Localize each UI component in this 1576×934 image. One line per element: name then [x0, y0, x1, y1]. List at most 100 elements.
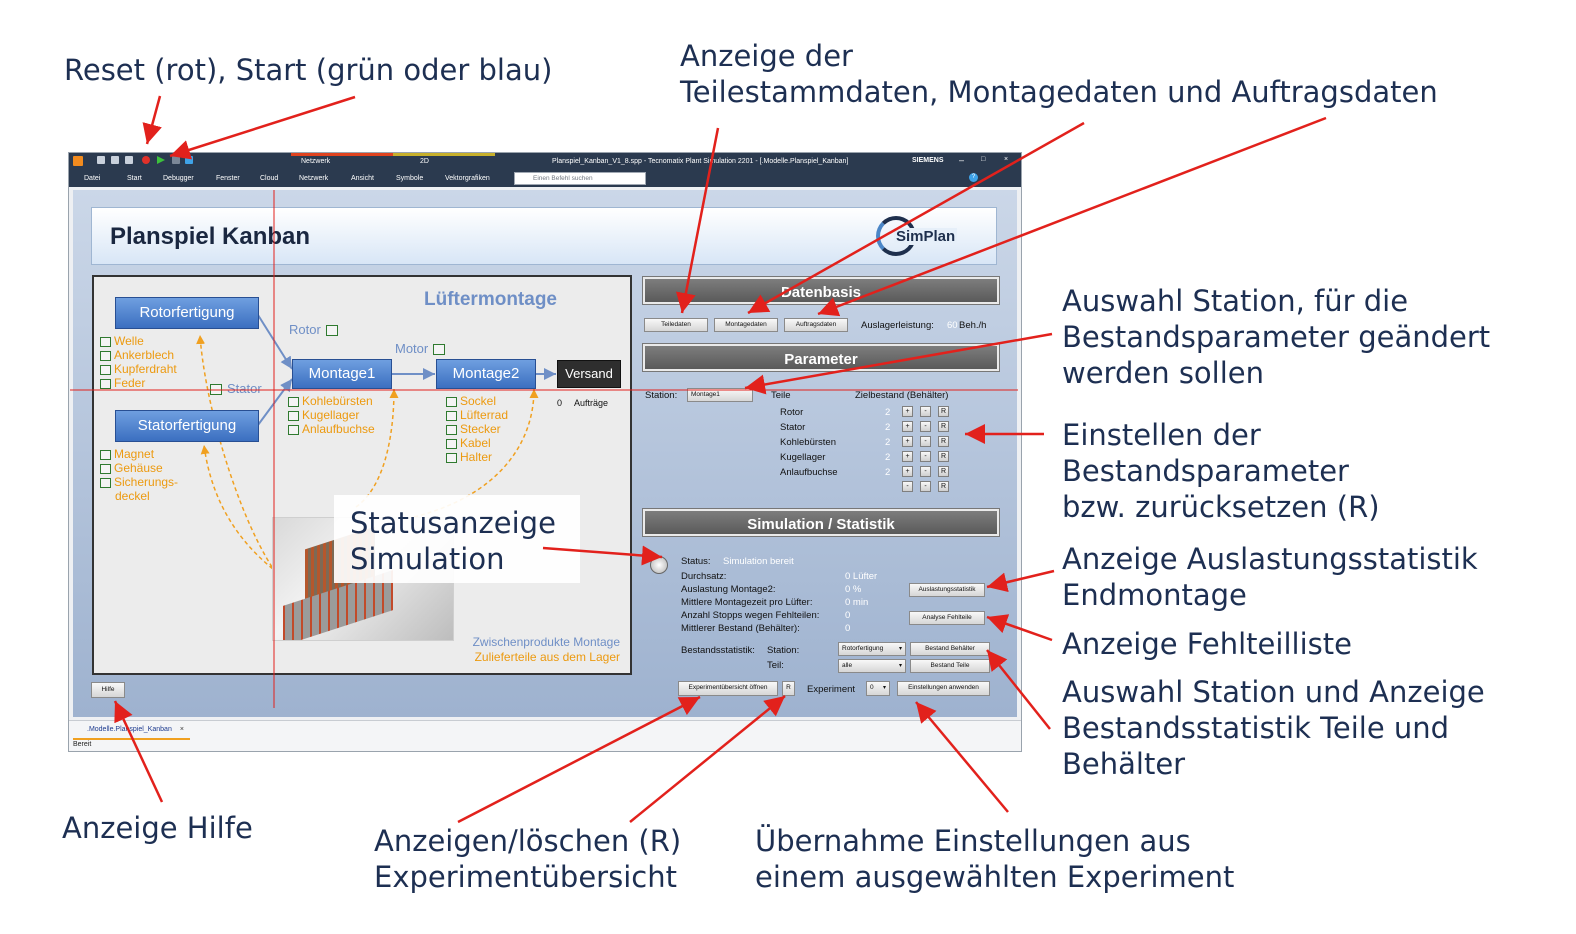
param-minus-all[interactable]: - [920, 481, 931, 492]
param-plus-rotor[interactable]: + [902, 406, 913, 417]
doc-tab-close-icon[interactable]: × [179, 726, 184, 733]
param-wert-rotor: 2 [885, 407, 891, 418]
doc-tab[interactable]: .Modelle.Planspiel_Kanban× [73, 724, 190, 740]
menu-symbole[interactable]: Symbole [396, 175, 424, 182]
param-station-select[interactable]: Montage1 [687, 388, 753, 402]
menu-debugger[interactable]: Debugger [163, 175, 194, 182]
station-statorfertigung[interactable]: Statorfertigung [115, 410, 259, 442]
einstellungen-anwenden-button[interactable]: Einstellungen anwenden [897, 681, 990, 696]
part-luefterrad: Lüfterrad [446, 408, 508, 422]
hilfe-button[interactable]: Hilfe [91, 682, 125, 698]
param-plus-kohlebuersten[interactable]: + [902, 436, 913, 447]
context-tab-netzwerk[interactable]: Netzwerk [301, 158, 331, 165]
station-montage2[interactable]: Montage2 [436, 359, 536, 389]
param-reset-rotor[interactable]: R [938, 406, 949, 417]
minimize-icon[interactable]: – [959, 155, 965, 165]
analyse-fehlteile-button[interactable]: Analyse Fehlteile [909, 611, 985, 625]
context-tab-highlight-2d [393, 153, 495, 156]
maximize-icon[interactable]: □ [981, 156, 986, 163]
callout-uebernahme: Übernahme Einstellungen aus einem ausgew… [755, 824, 1235, 894]
legend-zwischenprodukte: Zwischenprodukte Montage [472, 635, 620, 649]
bestand-station-label: Station: [767, 645, 800, 656]
part-sicherungsdeckel-2: deckel [115, 489, 150, 503]
start-icon[interactable] [157, 156, 165, 164]
teiledaten-button[interactable]: Teiledaten [644, 318, 708, 332]
auslager-unit: Beh./h [959, 320, 987, 331]
bestand-teile-button[interactable]: Bestand Teile [910, 659, 990, 673]
menu-fenster[interactable]: Fenster [216, 175, 240, 182]
station-rotorfertigung[interactable]: Rotorfertigung [115, 297, 259, 329]
param-reset-all[interactable]: R [938, 481, 949, 492]
experiment-select[interactable]: 0▾ [866, 681, 890, 696]
param-reset-kugellager[interactable]: R [938, 451, 949, 462]
part-kabel: Kabel [446, 436, 491, 450]
param-minus-kugellager[interactable]: - [920, 451, 931, 462]
param-minus-anlaufbuchse[interactable]: - [920, 466, 931, 477]
bestand-behaelter-button[interactable]: Bestand Behälter [910, 642, 990, 656]
bestandsstatistik-label: Bestandsstatistik: [681, 645, 755, 656]
context-tab-2d[interactable]: 2D [420, 158, 429, 165]
part-magnet: Magnet [100, 447, 154, 461]
param-plus-kugellager[interactable]: + [902, 451, 913, 462]
reset-icon[interactable] [142, 156, 150, 164]
simplan-logo-text: SimPlan [894, 228, 958, 245]
bestand-station-select[interactable]: Rotorfertigung▾ [838, 642, 906, 656]
param-col-ziel: Zielbestand (Behälter) [855, 390, 949, 401]
parameter-header: Parameter [643, 344, 999, 371]
start-fast-icon[interactable] [185, 156, 193, 164]
menu-netzwerk[interactable]: Netzwerk [299, 175, 329, 182]
menu-datei[interactable]: Datei [84, 175, 101, 182]
bestand-teil-select[interactable]: alle▾ [838, 659, 906, 673]
param-minus-kohlebuersten[interactable]: - [920, 436, 931, 447]
step-icon[interactable] [172, 156, 180, 164]
stat-label-montagezeit: Mittlere Montagezeit pro Lüfter: [681, 597, 813, 608]
menu-ansicht[interactable]: Ansicht [351, 175, 374, 182]
save-icon[interactable] [111, 156, 119, 164]
param-reset-kohlebuersten[interactable]: R [938, 436, 949, 447]
experiment-reset-button[interactable]: R [782, 681, 795, 696]
experimentuebersicht-button[interactable]: Experimentübersicht öffnen [678, 681, 778, 696]
param-reset-stator[interactable]: R [938, 421, 949, 432]
montagedaten-button[interactable]: Montagedaten [714, 318, 778, 332]
stat-label-stopps: Anzahl Stopps wegen Fehlteilen: [681, 610, 820, 621]
param-plus-all[interactable]: - [902, 481, 913, 492]
part-kupferdraht: Kupferdraht [100, 362, 177, 376]
part-halter: Halter [446, 450, 492, 464]
auslager-value: 60 [947, 320, 958, 331]
part-sicherungsdeckel: Sicherungs- [100, 475, 178, 489]
auftragsdaten-button[interactable]: Auftragsdaten [784, 318, 848, 332]
station-versand[interactable]: Versand [557, 360, 621, 388]
close-icon[interactable]: × [1004, 156, 1009, 163]
stat-value-stopps: 0 [845, 610, 851, 621]
param-minus-stator[interactable]: - [920, 421, 931, 432]
bestand-teil-label: Teil: [767, 660, 784, 671]
label-motor: Motor [395, 341, 446, 356]
app-window: Netzwerk 2D Planspiel_Kanban_V1_8.spp - … [68, 152, 1022, 752]
menu-cloud[interactable]: Cloud [260, 175, 279, 182]
param-teil-kugellager: Kugellager [780, 452, 826, 463]
param-reset-anlaufbuchse[interactable]: R [938, 466, 949, 477]
station-montage1[interactable]: Montage1 [292, 359, 392, 389]
model-banner: Planspiel Kanban SimPlan [91, 207, 997, 265]
part-ankerblech: Ankerblech [100, 348, 174, 362]
help-icon[interactable]: ? [969, 173, 978, 182]
part-gehaeuse: Gehäuse [100, 461, 163, 475]
command-search-input[interactable]: Einen Befehl suchen [514, 172, 646, 185]
menu-vektorgrafiken[interactable]: Vektorgrafiken [445, 175, 490, 182]
app-logo-icon [73, 156, 83, 166]
callout-experiment: Anzeigen/löschen (R) Experimentübersicht [374, 824, 682, 894]
param-plus-stator[interactable]: + [902, 421, 913, 432]
edit-icon[interactable] [125, 156, 133, 164]
param-plus-anlaufbuchse[interactable]: + [902, 466, 913, 477]
label-stator: Stator [210, 381, 262, 396]
open-icon[interactable] [97, 156, 105, 164]
param-minus-rotor[interactable]: - [920, 406, 931, 417]
callout-statusanzeige: Statusanzeige Simulation [350, 506, 556, 576]
auslastungsstatistik-button[interactable]: Auslastungsstatistik [909, 583, 985, 597]
window-title: Planspiel_Kanban_V1_8.spp - Tecnomatix P… [552, 158, 849, 165]
callout-auswahl-station: Auswahl Station, für die Bestandsparamet… [1062, 284, 1491, 390]
status-area: .Modelle.Planspiel_Kanban× Bereit [69, 720, 1021, 751]
title-bar: Netzwerk 2D Planspiel_Kanban_V1_8.spp - … [69, 153, 1021, 187]
menu-start[interactable]: Start [127, 175, 142, 182]
callout-einstellen: Einstellen der Bestandsparameter bzw. zu… [1062, 418, 1380, 524]
